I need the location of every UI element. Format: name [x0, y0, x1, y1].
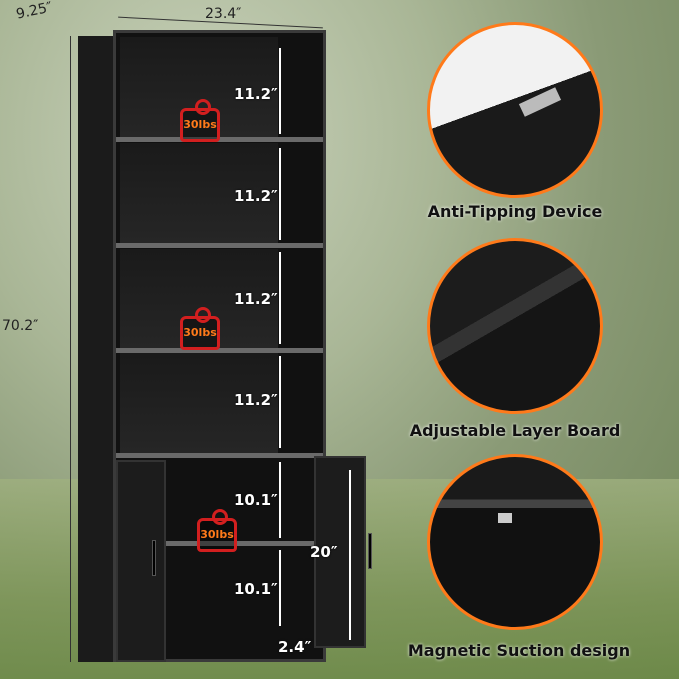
cabinet-shelf — [166, 541, 316, 546]
weight-capacity-icon: 30lbs — [180, 307, 220, 350]
dimension-arrow — [279, 148, 281, 240]
weight-capacity-icon: 30lbs — [180, 99, 220, 142]
left-door — [116, 460, 166, 662]
feature-caption: Adjustable Layer Board — [409, 421, 621, 440]
magnetic-door-detail-image — [427, 454, 603, 630]
shelf-height-4: 11.2″ — [234, 391, 278, 409]
feature-caption: Magnetic Suction design — [407, 641, 631, 660]
bookcase-side-panel — [78, 36, 115, 662]
shelf-bay — [120, 353, 278, 453]
shelf-height-3: 11.2″ — [234, 290, 278, 308]
depth-label: 9.25″ — [14, 0, 54, 23]
door-height: 20″ — [310, 543, 338, 561]
shelf — [116, 453, 323, 458]
height-label: 70.2″ — [2, 318, 39, 334]
dimension-arrow — [279, 550, 281, 626]
shelf-height-2: 11.2″ — [234, 187, 278, 205]
adjustable-shelf-detail-image — [427, 238, 603, 414]
feature-caption: Anti-Tipping Device — [427, 202, 603, 221]
door-handle — [368, 533, 372, 569]
cabinet-height-1: 10.1″ — [234, 491, 278, 509]
height-arrow — [70, 36, 71, 662]
dimension-arrow — [279, 48, 281, 134]
magnet-icon — [498, 513, 512, 523]
shelf-bay — [120, 249, 278, 349]
width-label: 23.4″ — [205, 6, 242, 22]
dimension-arrow — [279, 356, 281, 448]
metal-bracket-icon — [518, 87, 562, 117]
cabinet-height-2: 10.1″ — [234, 580, 278, 598]
anti-tipping-detail-image — [427, 22, 603, 198]
dimension-arrow — [279, 252, 281, 344]
base-height: 2.4″ — [278, 638, 312, 656]
shelf-height-1: 11.2″ — [234, 85, 278, 103]
door-handle — [152, 540, 156, 576]
shelf-bay — [120, 143, 278, 243]
right-door — [314, 456, 366, 648]
shelf — [116, 243, 323, 248]
dimension-arrow — [279, 462, 281, 538]
dimension-arrow — [349, 470, 351, 640]
shelf-bay — [120, 37, 278, 137]
weight-capacity-icon: 30lbs — [197, 509, 237, 552]
shelf — [116, 348, 323, 353]
